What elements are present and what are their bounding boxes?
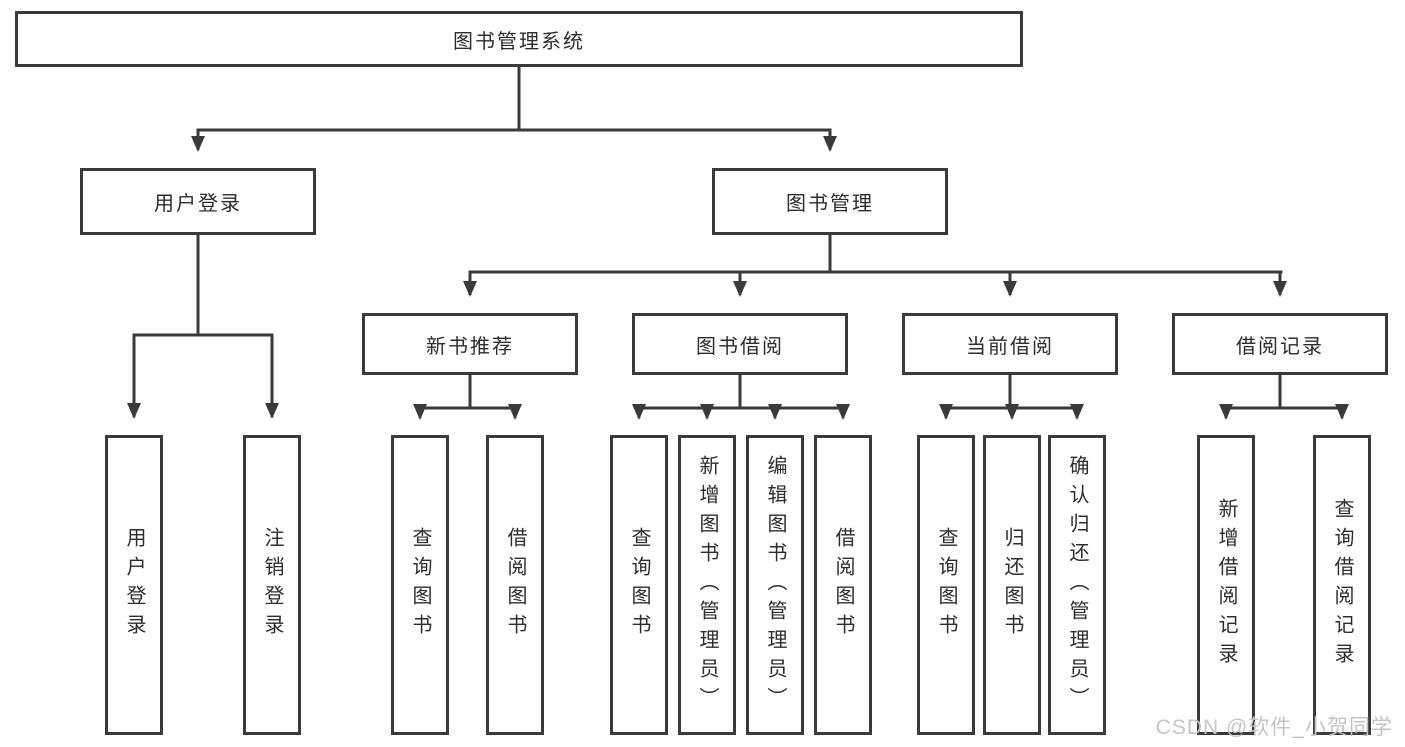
leaf-return-book: 归还图书 (983, 435, 1041, 735)
leaf-query-books-borrowing: 查询图书 (610, 435, 668, 735)
node-book-borrowing: 图书借阅 (632, 313, 848, 375)
node-user-login: 用户登录 (80, 168, 316, 235)
leaf-edit-book-admin: 编辑图书（管理员） (746, 435, 804, 735)
csdn-watermark: CSDN @软件_小贺同学 (1155, 716, 1393, 739)
leaf-query-books-recommend: 查询图书 (391, 435, 449, 735)
leaf-add-borrow-record: 新增借阅记录 (1197, 435, 1255, 735)
leaf-user-login: 用户登录 (105, 435, 163, 735)
leaf-query-borrow-record: 查询借阅记录 (1313, 435, 1371, 735)
leaf-add-book-admin: 新增图书（管理员） (678, 435, 736, 735)
node-current-borrowing: 当前借阅 (902, 313, 1118, 375)
node-book-management: 图书管理 (712, 168, 948, 235)
node-root: 图书管理系统 (15, 11, 1023, 67)
leaf-logout: 注销登录 (243, 435, 301, 735)
leaf-confirm-return-admin: 确认归还（管理员） (1048, 435, 1106, 735)
leaf-borrow-books-recommend: 借阅图书 (486, 435, 544, 735)
node-borrowing-records: 借阅记录 (1172, 313, 1388, 375)
leaf-borrow-books-borrowing: 借阅图书 (814, 435, 872, 735)
leaf-query-books-current: 查询图书 (917, 435, 975, 735)
node-new-book-recommend: 新书推荐 (362, 313, 578, 375)
